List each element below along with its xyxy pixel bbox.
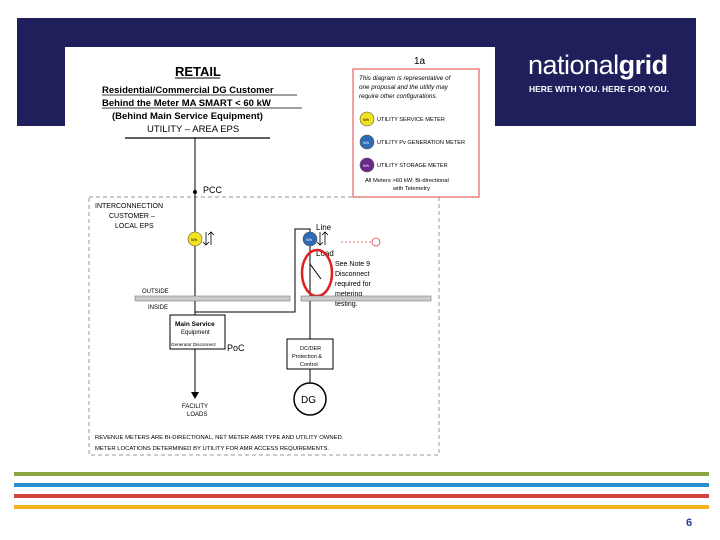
legend-meter-symbol-1: Wh <box>363 117 369 122</box>
pv-meter-arrows-icon <box>316 231 329 246</box>
interconnection-boundary <box>88 196 440 456</box>
note-footer-2: with Telemetry <box>392 186 430 192</box>
note-line-2: one proposal and the utility may <box>359 84 449 91</box>
pv-generation-meter-icon <box>302 231 318 247</box>
dg-generator-icon <box>293 382 327 416</box>
inside-label: INSIDE <box>148 305 168 311</box>
legend-label-2: UTILITY Pv GENERATION METER <box>377 140 465 146</box>
note-callout-icon <box>371 237 381 247</box>
note-footer-1: All Meters >60 kW; Bi-directional <box>365 178 449 184</box>
legend-label-3: UTILITY STORAGE METER <box>377 163 448 169</box>
diagram-title: RETAIL <box>175 64 221 79</box>
outside-label: OUTSIDE <box>142 289 169 295</box>
facility-loads-arrow-icon <box>191 392 199 399</box>
utility-storage-meter-icon <box>359 157 375 173</box>
dc-protection-box <box>286 338 334 370</box>
one-line-diagram: 1a RETAIL Residential/Commercial DG Cust… <box>65 47 495 457</box>
diagram-footer-1: REVENUE METERS ARE BI-DIRECTIONAL, NET M… <box>95 435 344 441</box>
stripe-yellow <box>14 505 709 509</box>
main-service-equipment <box>169 314 226 350</box>
see-note-2: Disconnect <box>335 271 370 278</box>
line-label: Line <box>316 223 332 232</box>
see-note-3: required for <box>335 281 371 288</box>
poc-label: PoC <box>227 343 245 353</box>
see-note-4: metering <box>335 291 362 298</box>
diagram-footer-2: METER LOCATIONS DETERMINED BY UTILITY FO… <box>95 446 329 452</box>
service-meter-symbol: Wh <box>191 237 197 242</box>
legend-meter-symbol-2: Wh <box>363 140 369 145</box>
diagram-id-label: 1a <box>414 56 426 67</box>
subtitle-line-2: Behind the Meter MA SMART < 60 kW <box>102 98 271 109</box>
dc-box-line-3: Control <box>300 362 318 368</box>
brand-tagline: HERE WITH YOU. HERE FOR YOU. <box>529 84 669 94</box>
utility-area-eps: UTILITY – AREA EPS <box>147 124 239 135</box>
stripe-blue <box>14 483 709 487</box>
paren-line: (Behind Main Service Equipment) <box>112 111 263 122</box>
utility-service-meter-icon <box>359 111 375 127</box>
page-number: 6 <box>686 517 693 529</box>
main-service-line-2: Equipment <box>181 330 210 336</box>
see-note-1: See Note 9 <box>335 261 370 268</box>
service-meter-arrows-icon <box>202 231 215 246</box>
service-meter-icon <box>187 231 203 247</box>
facility-label-2: LOADS <box>187 412 207 418</box>
national-grid-logo: nationalgrid <box>528 50 668 81</box>
legend-meter-symbol-3: Wh <box>363 163 369 168</box>
pv-meter-symbol: Wh <box>306 237 312 242</box>
stripe-green <box>14 472 709 476</box>
interconnection-label-2: CUSTOMER – <box>109 213 155 220</box>
dc-box-line-2: Protection & <box>292 354 322 360</box>
dg-label: DG <box>301 395 316 406</box>
logo-text-light: national <box>528 50 619 80</box>
stripe-red <box>14 494 709 498</box>
note-line-3: require other configurations. <box>359 93 437 100</box>
note-box <box>352 68 480 198</box>
dc-box-line-1: DC/DER <box>300 346 321 352</box>
note-line-1: This diagram is representative of <box>359 75 452 82</box>
generator-disconnect-label: Generator Disconnect <box>171 342 216 347</box>
dg-branch-conductor <box>195 228 311 339</box>
legend-label-1: UTILITY SERVICE METER <box>377 117 445 123</box>
pcc-point <box>193 190 197 194</box>
pcc-label: PCC <box>203 185 223 195</box>
utility-pv-meter-icon <box>359 134 375 150</box>
facility-label-1: FACILITY <box>182 404 208 410</box>
building-wall-right <box>300 295 432 302</box>
interconnection-label-1: INTERCONNECTION <box>95 203 163 210</box>
subtitle-line-1: Residential/Commercial DG Customer <box>102 85 274 96</box>
main-service-line-1: Main Service <box>175 321 215 328</box>
interconnection-label-3: LOCAL EPS <box>115 223 154 230</box>
disconnect-switch-icon <box>309 263 322 280</box>
see-note-5: testing. <box>335 301 358 308</box>
building-wall <box>134 295 291 302</box>
logo-text-bold: grid <box>618 50 669 80</box>
